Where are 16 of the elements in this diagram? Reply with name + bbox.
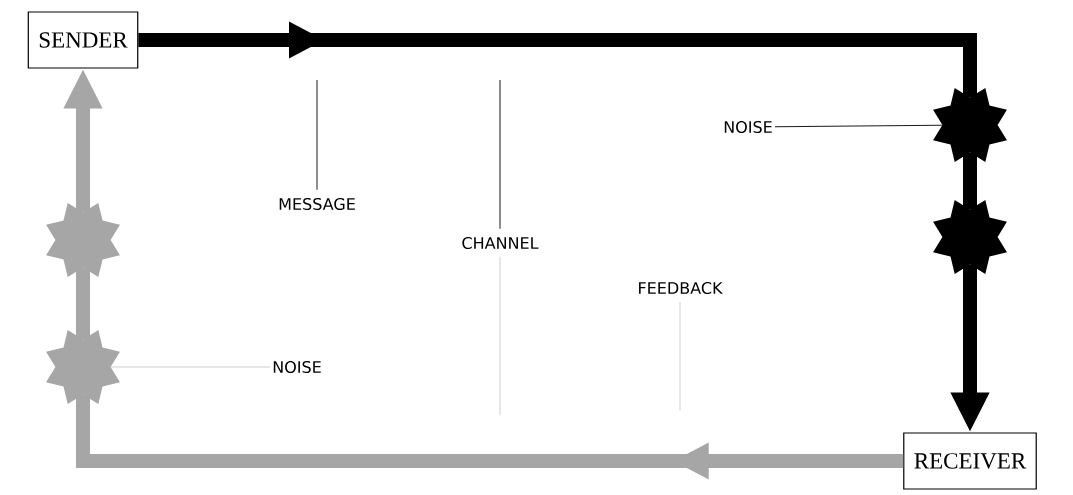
label-text: NOISE bbox=[724, 120, 772, 134]
process-box: RECEIVER bbox=[903, 432, 1037, 490]
label-text: NOISE bbox=[273, 360, 321, 374]
leader-line bbox=[316, 79, 318, 191]
star-symbol bbox=[933, 200, 1007, 274]
leader-line bbox=[774, 124, 943, 128]
label-text: FEEDBACK bbox=[639, 281, 723, 295]
label-text: CHANNEL bbox=[462, 236, 539, 250]
arrow bbox=[138, 21, 977, 98]
process-box: SENDER bbox=[27, 11, 139, 69]
star-symbol bbox=[46, 203, 120, 277]
star-symbol bbox=[933, 88, 1007, 162]
leader-line bbox=[499, 79, 501, 230]
label-text: MESSAGE bbox=[279, 197, 355, 211]
star-symbol bbox=[46, 330, 120, 404]
arrow bbox=[76, 394, 904, 480]
